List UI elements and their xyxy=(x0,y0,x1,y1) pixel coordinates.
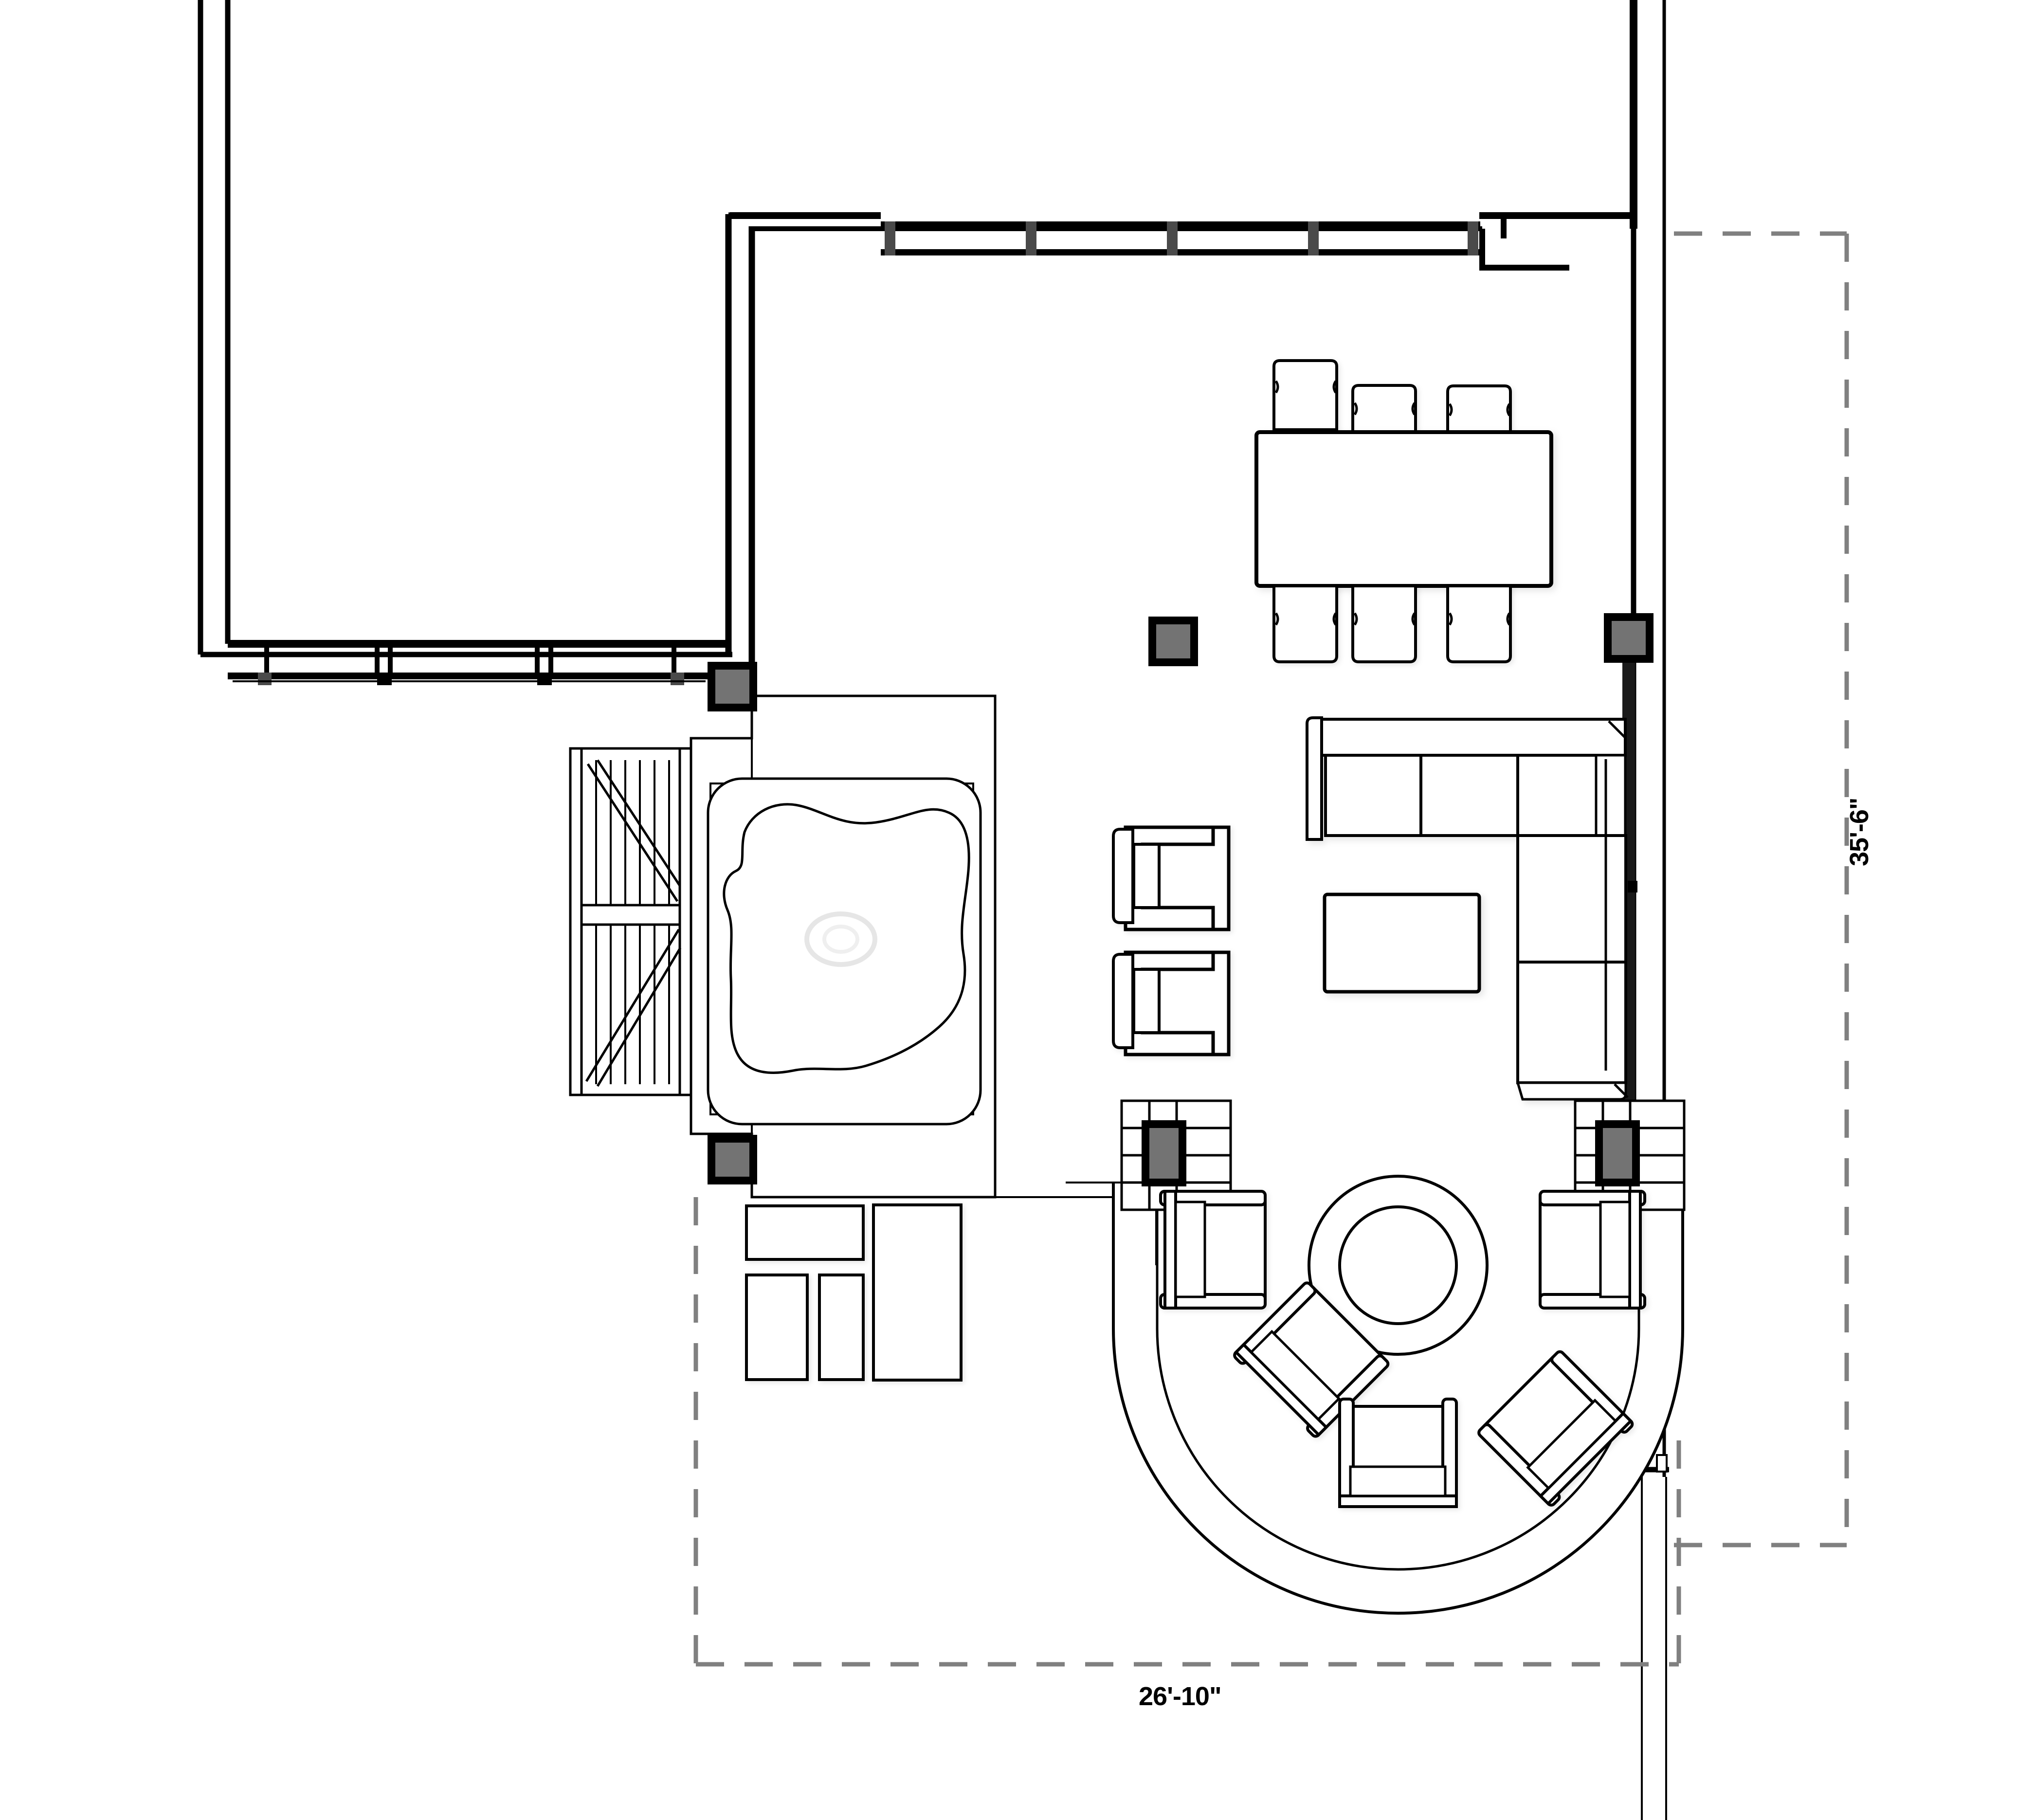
sectional-sofa xyxy=(1306,716,1629,1101)
spa-water-shape xyxy=(723,803,970,1074)
patio-chair xyxy=(1233,1281,1390,1438)
dining-table xyxy=(1254,430,1553,588)
patio-chair xyxy=(1477,1350,1634,1507)
railing-west xyxy=(228,640,726,685)
railing-post xyxy=(1308,221,1319,255)
dining-chair xyxy=(1272,359,1338,431)
railing-post xyxy=(1026,221,1036,255)
coffee-table xyxy=(1323,892,1481,994)
column-northeast xyxy=(1604,613,1653,663)
railing-post xyxy=(885,221,895,255)
column-spa-north xyxy=(708,662,757,711)
column-spa-south xyxy=(708,1135,757,1184)
railing-post xyxy=(258,673,272,685)
dining-chair xyxy=(1446,384,1512,435)
planter xyxy=(745,1274,809,1381)
armchair xyxy=(1112,950,1231,1056)
planter xyxy=(818,1274,865,1381)
fire-pit xyxy=(1308,1175,1489,1356)
armchair xyxy=(1112,825,1231,931)
dimension-label-horizontal: 26'-10" xyxy=(1139,1682,1222,1711)
dining-chair xyxy=(1446,584,1512,663)
planter xyxy=(745,1204,865,1261)
patio-chair xyxy=(1338,1398,1458,1508)
railing-north xyxy=(881,221,1480,255)
column-center xyxy=(1148,617,1198,666)
railing-post xyxy=(671,673,684,685)
railing-post xyxy=(1167,221,1178,255)
railing-post xyxy=(377,673,392,685)
planter-group xyxy=(745,1203,963,1382)
dining-set xyxy=(1254,359,1553,663)
privacy-gate xyxy=(569,747,692,1096)
dining-chair xyxy=(1272,584,1338,663)
dining-chair xyxy=(1351,384,1417,434)
patio-chair xyxy=(1539,1190,1646,1310)
dimension-lines xyxy=(693,231,1849,1667)
dimension-label-vertical: 35'-6" xyxy=(1845,798,1874,866)
patio-chair xyxy=(1159,1190,1267,1310)
dining-chair xyxy=(1351,584,1417,663)
railing-post xyxy=(537,673,552,685)
planter xyxy=(872,1203,963,1382)
railing-post xyxy=(1468,221,1478,255)
